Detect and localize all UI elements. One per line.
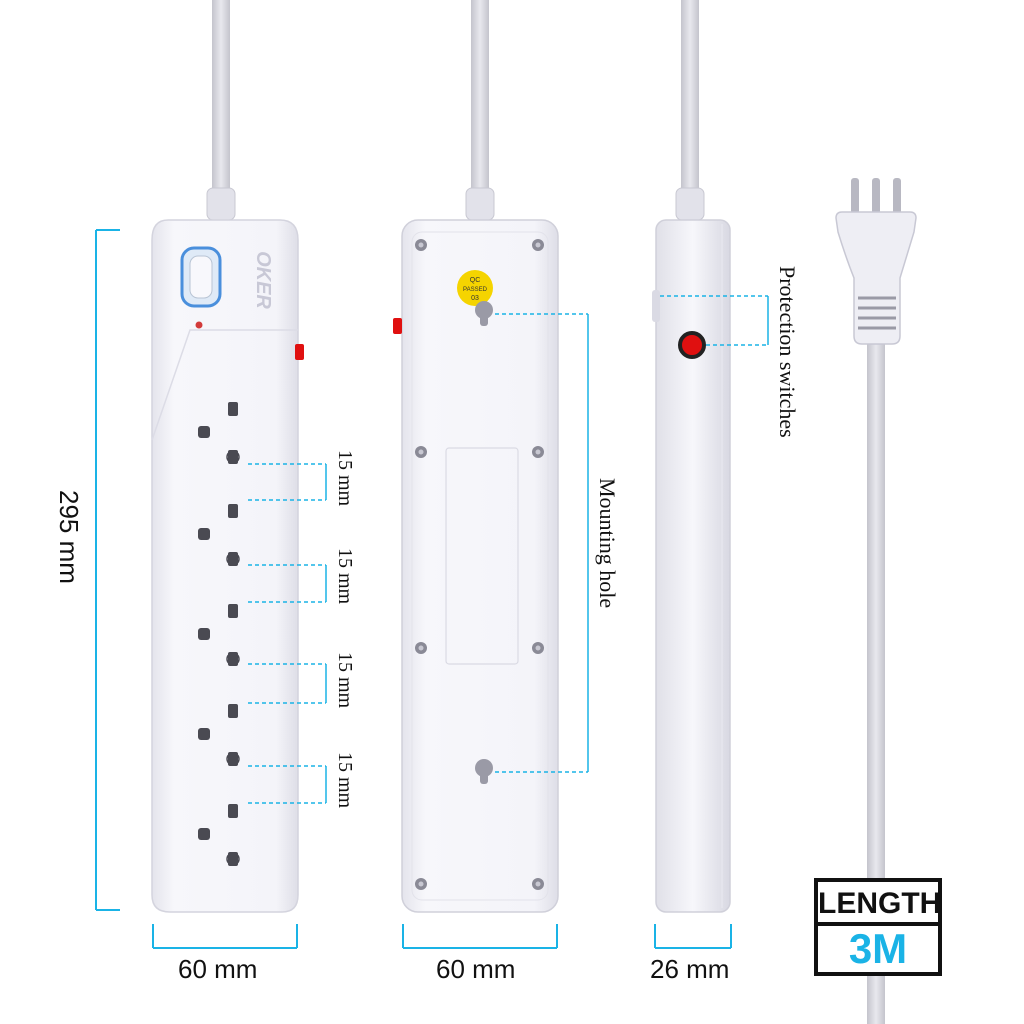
mounting-hole-icon (475, 301, 493, 326)
mounting-dimension (495, 313, 589, 773)
length-value: 3M (848, 925, 908, 972)
screw-icon (415, 878, 427, 890)
plug-pin (851, 178, 859, 214)
front-view: OKER (95, 0, 327, 949)
brand-logo: OKER (252, 251, 274, 309)
outlet-icon (198, 504, 240, 566)
plug-cord (867, 340, 885, 1024)
screw-icon (415, 239, 427, 251)
protection-dimension (660, 295, 769, 346)
plug-view (835, 178, 917, 1024)
socket-group (198, 402, 240, 866)
height-dimension (95, 229, 120, 911)
plug-pin (872, 178, 880, 214)
spacing-label: 15 mm (334, 652, 356, 709)
qc-sticker: QC PASSED 03 (457, 270, 493, 306)
back-width-dimension (402, 924, 558, 949)
front-width-dimension (152, 924, 298, 949)
screw-icon (532, 642, 544, 654)
back-protection-switch (393, 318, 402, 334)
back-cord (471, 0, 489, 190)
svg-text:QC: QC (470, 277, 481, 284)
protection-switch-red (295, 344, 304, 360)
back-label-area (445, 447, 519, 665)
back-width-label: 60 mm (436, 954, 516, 984)
front-body (151, 219, 299, 913)
svg-text:PASSED: PASSED (463, 287, 488, 293)
outlet-icon (198, 604, 240, 666)
svg-text:03: 03 (471, 295, 479, 302)
front-cord (212, 0, 230, 190)
spacing-label: 15 mm (334, 548, 356, 605)
plug-head (835, 211, 917, 345)
protection-switch-button (678, 331, 706, 359)
front-cord-strain-relief (206, 187, 236, 221)
side-cord (681, 0, 699, 190)
screw-icon (415, 642, 427, 654)
side-view (652, 0, 769, 949)
protection-switches-label: Protection switches (775, 266, 800, 438)
indicator-light-icon (195, 321, 203, 329)
side-body (655, 219, 731, 913)
length-title: LENGTH (818, 882, 941, 926)
outlet-icon (198, 704, 240, 766)
screw-icon (532, 446, 544, 458)
front-width-label: 60 mm (178, 954, 258, 984)
socket-spacing-dimensions (248, 463, 327, 804)
side-cord-strain-relief (675, 187, 705, 221)
mounting-hole-icon (475, 759, 493, 784)
screw-icon (415, 446, 427, 458)
spacing-label: 15 mm (334, 752, 356, 809)
mounting-hole-label: Mounting hole (595, 478, 620, 609)
plug-pin (893, 178, 901, 214)
side-width-label: 26 mm (650, 954, 730, 984)
height-label: 295 mm (54, 490, 84, 584)
screw-icon (532, 878, 544, 890)
front-body-facet (151, 329, 298, 441)
back-body (401, 219, 559, 913)
side-width-dimension (654, 924, 732, 949)
spacing-label: 15 mm (334, 450, 356, 507)
outlet-icon (198, 804, 240, 866)
power-switch (189, 255, 213, 299)
screw-icon (532, 239, 544, 251)
back-body-inner (411, 231, 549, 901)
screw-group (415, 239, 544, 890)
back-view: QC PASSED 03 (393, 0, 589, 949)
length-badge: LENGTH 3M (814, 878, 942, 976)
outlet-icon (198, 402, 240, 464)
back-cord-strain-relief (465, 187, 495, 221)
